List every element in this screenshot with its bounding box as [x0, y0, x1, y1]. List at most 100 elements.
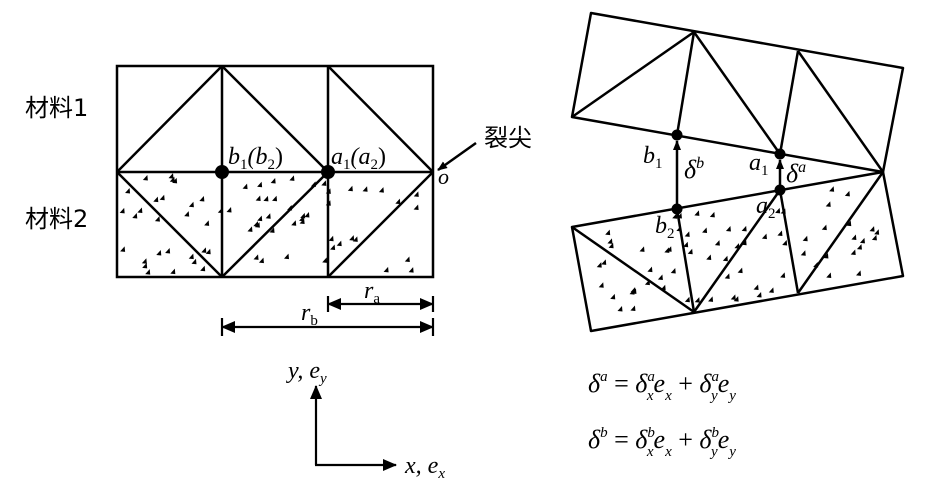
particle-dot: [856, 244, 862, 250]
particle-dot: [761, 233, 767, 240]
particle-dot: [205, 248, 211, 255]
particle-dot: [284, 253, 290, 260]
particle-dot: [733, 296, 739, 302]
particle-dot: [708, 296, 714, 302]
particle-dot: [154, 216, 160, 222]
particle-dot: [347, 185, 353, 192]
particle-dot: [694, 210, 700, 216]
material2-particles: [119, 173, 419, 275]
particle-dot: [706, 254, 712, 260]
node-a2: [774, 184, 786, 196]
particle-dot: [800, 250, 806, 256]
particle-dot: [153, 196, 159, 203]
particle-dot: [664, 247, 670, 253]
particle-dot: [684, 231, 690, 237]
particle-dot: [850, 249, 856, 255]
particle-dot: [782, 240, 788, 246]
particle-dot: [607, 238, 613, 244]
particle-dot: [730, 294, 736, 300]
origin-label: o: [438, 164, 449, 189]
particle-dot: [610, 293, 616, 300]
particle-dot: [666, 246, 672, 252]
particle-dot: [132, 212, 138, 219]
particle-dot: [242, 183, 248, 190]
particle-dot: [159, 194, 165, 201]
particle-dot: [322, 257, 328, 263]
particle-dot: [725, 225, 731, 232]
particle-dot: [299, 215, 305, 222]
particle-dot: [188, 201, 194, 208]
particle-dot: [395, 198, 401, 205]
particle-dot: [605, 229, 611, 236]
particle-dot: [253, 254, 259, 260]
particle-dot: [328, 235, 334, 242]
particle-dot: [630, 305, 636, 311]
node-b1: [671, 129, 683, 141]
particle-dot: [608, 242, 614, 249]
particle-dot: [596, 262, 602, 268]
node-a: [321, 165, 335, 179]
particle-dot: [188, 253, 194, 260]
y-axis-label: y, ey: [286, 358, 327, 387]
particle-dot: [702, 227, 708, 234]
particle-dot: [170, 268, 176, 275]
particle-dot: [125, 187, 131, 194]
particle-dot: [869, 226, 875, 232]
particle-dot: [383, 266, 389, 273]
node-a1: [774, 148, 786, 160]
particle-dot: [299, 218, 305, 225]
particle-dot: [265, 213, 271, 219]
particle-dot: [741, 225, 747, 232]
particle-dot: [775, 207, 781, 214]
ra-label: ra: [364, 278, 380, 307]
particle-dot: [201, 247, 207, 253]
particle-dot: [137, 207, 143, 213]
particle-dot: [330, 244, 336, 251]
particle-dot: [199, 195, 205, 202]
particle-dot: [714, 240, 720, 246]
left-mesh: [115, 64, 435, 279]
particle-dot: [722, 255, 728, 262]
particle-dot: [168, 173, 174, 179]
particle-dot: [263, 195, 269, 202]
particle-dot: [141, 258, 147, 264]
particle-dot: [119, 207, 125, 214]
right-mesh-upper: [570, 11, 905, 174]
particle-dot: [709, 211, 715, 218]
particle-dot: [859, 237, 865, 244]
particle-dot: [874, 229, 880, 235]
particle-dot: [601, 259, 607, 265]
particle-dot: [844, 190, 850, 197]
particle-dot: [145, 269, 151, 275]
particle-dot: [289, 175, 295, 181]
particle-dot: [413, 204, 419, 211]
particle-dot: [247, 226, 253, 232]
node-a1-label: a1: [749, 150, 769, 179]
particle-dot: [821, 224, 827, 231]
particle-dot: [258, 257, 264, 264]
particle-dot: [169, 176, 175, 183]
particle-dot: [404, 256, 410, 262]
particle-dot: [408, 267, 414, 273]
node-a-label: a1(a2): [331, 144, 386, 173]
particle-dot: [683, 241, 689, 248]
particle-dot: [687, 248, 693, 255]
particle-dot: [255, 195, 261, 202]
ra-dimension: [326, 296, 435, 312]
particle-dot: [780, 272, 786, 278]
particle-dot: [871, 234, 877, 241]
particle-dot: [269, 227, 275, 233]
particle-dot: [829, 186, 835, 192]
particle-dot: [272, 195, 278, 202]
particle-dot: [670, 268, 676, 274]
node-b: [215, 165, 229, 179]
particle-dot: [802, 235, 808, 242]
crack-tip-arrow: [437, 141, 477, 172]
rb-label: rb: [301, 300, 318, 329]
x-axis-label: x, ex: [404, 453, 445, 482]
delta-a-label: δa: [786, 159, 806, 188]
